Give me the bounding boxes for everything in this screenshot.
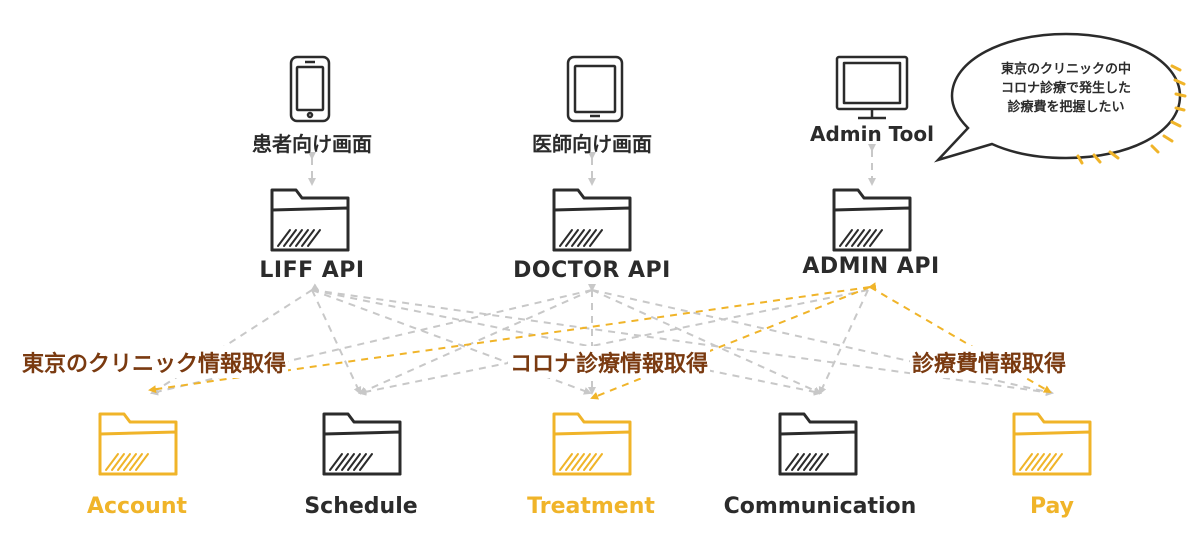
smartphone-icon: [289, 55, 331, 123]
monitor-icon: [835, 55, 909, 120]
flow-label-corona-treatment: コロナ診療情報取得: [508, 346, 711, 378]
patient-screen-label: 患者向け画面: [252, 132, 372, 156]
doctor-screen-label: 医師向け画面: [532, 132, 652, 156]
connector-admin-treatment: [590, 286, 871, 400]
bubble-line: 診療費を把握したい: [1007, 100, 1125, 115]
module-label-treatment: Treatment: [527, 494, 655, 519]
doctor-api-label: DOCTOR API: [513, 258, 671, 283]
connector-admin-communication: [818, 289, 869, 395]
yellow-connectors: [148, 282, 1052, 400]
module-folders: [98, 412, 1092, 476]
folder-icon-liff-api: [270, 188, 350, 252]
module-label-account: Account: [86, 494, 188, 519]
folder-icon-schedule: [322, 412, 402, 476]
folder-icon-account: [98, 412, 178, 476]
api-folders: [270, 188, 912, 252]
admin-tool-label: Admin Tool: [809, 122, 934, 146]
bubble-line: コロナ診療で発生した: [1000, 81, 1131, 96]
module-label-communication: Communication: [723, 494, 917, 519]
module-label-schedule: Schedule: [304, 494, 418, 519]
liff-api-label: LIFF API: [259, 258, 365, 283]
bubble-line: 東京のクリニックの中: [1000, 62, 1131, 77]
tablet-icon: [566, 55, 624, 123]
folder-icon-admin-api: [832, 188, 912, 252]
admin-api-label: ADMIN API: [802, 254, 940, 279]
connector-admin-account: [148, 282, 877, 394]
folder-icon-doctor-api: [552, 188, 632, 252]
folder-icon-pay: [1012, 412, 1092, 476]
speech-bubble: [933, 32, 1187, 165]
module-label-pay: Pay: [1029, 494, 1075, 519]
folder-icon-communication: [778, 412, 858, 476]
flow-label-treatment-fee: 診療費情報取得: [910, 346, 1069, 378]
speech-bubble-text: 東京のクリニックの中 コロナ診療で発生した 診療費を把握したい: [964, 60, 1168, 117]
folder-icon-treatment: [552, 412, 632, 476]
flow-label-tokyo-clinic: 東京のクリニック情報取得: [20, 346, 289, 378]
